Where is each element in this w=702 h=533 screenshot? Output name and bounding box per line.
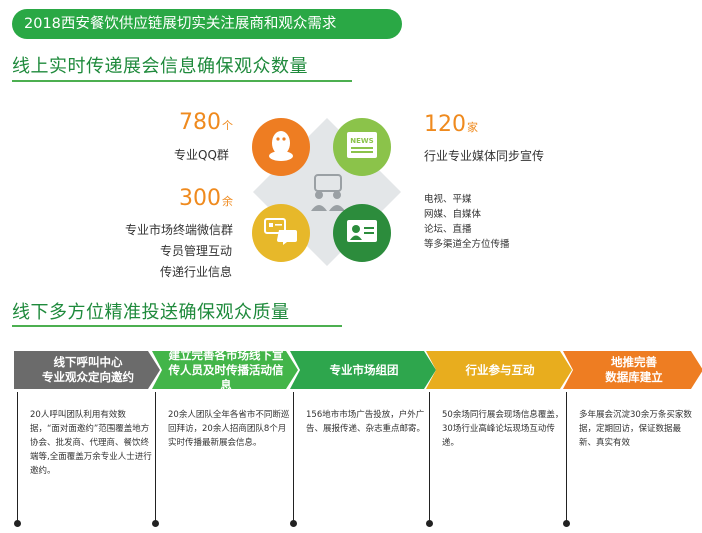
process-step-description: 20余人团队全年各省市不同断巡回拜访，20余人招商团队8个月实时传播最新展会信息… — [168, 410, 290, 448]
wechat-stat-number: 300余 — [179, 186, 233, 211]
process-step: 线下呼叫中心 专业观众定向邀约 — [14, 351, 160, 389]
channel-item: 等多渠道全方位传播 — [424, 239, 510, 250]
news-icon: NEWS — [345, 130, 379, 164]
process-step: 建立完善各市场线下宣 传人员及时传播活动信息 — [152, 351, 298, 389]
process-step: 行业参与互动 — [426, 351, 572, 389]
timeline-line — [429, 392, 430, 522]
timeline-dot — [563, 520, 570, 527]
news-circle: NEWS — [333, 118, 391, 176]
wechat-label-3: 传递行业信息 — [160, 265, 233, 279]
wechat-label-2: 专员管理互动 — [160, 244, 233, 258]
process-step: 地推完善 数据库建立 — [563, 351, 702, 389]
section2-title: 线下多方位精准投送确保观众质量 — [12, 302, 290, 323]
process-step-label: 地推完善 数据库建立 — [605, 355, 663, 384]
svg-text:NEWS: NEWS — [350, 137, 373, 145]
process-step-description: 20人呼叫团队利用有效数据，“面对面邀约”范围覆盖地方协会、批发商、代理商、餐饮… — [30, 410, 152, 476]
process-step-label: 建立完善各市场线下宣 传人员及时传播活动信息 — [168, 347, 284, 392]
process-step-description: 50余场同行展会现场信息覆盖，30场行业高峰论坛现场互动传递。 — [442, 410, 564, 448]
section2-underline — [12, 325, 342, 327]
timeline-dot — [426, 520, 433, 527]
process-step-label: 线下呼叫中心 专业观众定向邀约 — [42, 355, 134, 384]
chat-circle — [252, 204, 310, 262]
people-icon — [305, 173, 351, 213]
channel-list: 电视、平媒 网媒、自媒体 论坛、直播 等多渠道全方位传播 — [424, 192, 510, 252]
section1-underline — [12, 80, 352, 82]
process-step-description: 多年展会沉淀30余万条买家数据，定期回访，保证数据最新、真实有效 — [579, 410, 692, 448]
chat-icon — [263, 216, 299, 250]
qq-penguin-icon — [266, 128, 296, 166]
media-stat-label: 行业专业媒体同步宣传 — [424, 149, 545, 163]
timeline-dot — [14, 520, 21, 527]
channel-item: 电视、平媒 — [424, 194, 472, 205]
timeline-line — [566, 392, 567, 522]
qq-stat-label: 专业QQ群 — [174, 148, 229, 162]
process-step-label: 行业参与互动 — [465, 362, 535, 377]
timeline-dot — [290, 520, 297, 527]
banner-title: 2018西安餐饮供应链展切实关注展商和观众需求 — [24, 16, 337, 32]
media-stat-number: 120家 — [424, 112, 478, 137]
timeline-line — [17, 392, 18, 522]
wechat-label-1: 专业市场终端微信群 — [125, 223, 234, 237]
qq-stat-number: 780个 — [179, 110, 233, 135]
channel-item: 论坛、直播 — [424, 224, 472, 235]
badge-icon — [345, 216, 379, 250]
process-step: 专业市场组团 — [290, 351, 436, 389]
channel-item: 网媒、自媒体 — [424, 209, 482, 220]
process-step-description: 156地市市场广告投放，户外广告、展报传递、杂志重点邮寄。 — [306, 410, 426, 434]
badge-circle — [333, 204, 391, 262]
timeline-line — [155, 392, 156, 522]
process-step-label: 专业市场组团 — [329, 362, 399, 377]
section1-title: 线上实时传递展会信息确保观众数量 — [12, 56, 308, 77]
timeline-dot — [152, 520, 159, 527]
qq-circle — [252, 118, 310, 176]
top-banner: 2018西安餐饮供应链展切实关注展商和观众需求 — [12, 9, 402, 39]
timeline-line — [293, 392, 294, 522]
